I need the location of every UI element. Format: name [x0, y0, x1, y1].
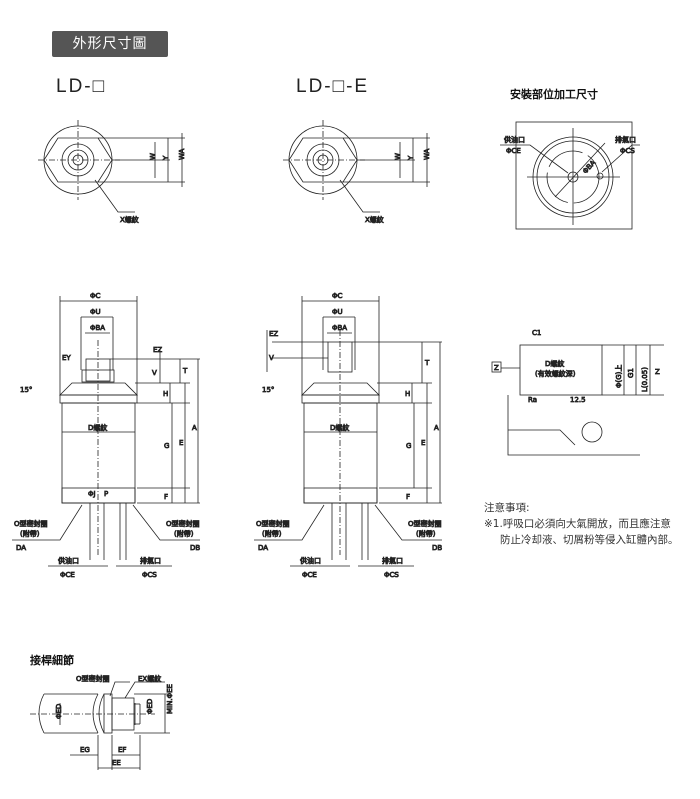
dim-a-e: A	[434, 424, 439, 432]
mount-supply-dia: ΦCE	[506, 147, 521, 155]
mount-dim-l: L(0.05)	[641, 367, 649, 392]
dim-ez: EZ	[153, 346, 162, 354]
supply-dia-e: ΦCE	[302, 571, 317, 579]
dim-f: F	[164, 493, 168, 501]
ra-value: 12.5	[570, 396, 586, 404]
notes-title: 注意事項:	[484, 502, 530, 514]
mount-supply-port: 供油口	[504, 135, 525, 144]
supply-label-e: 供油口	[300, 556, 321, 565]
oring-left-e: O型密封圈	[256, 519, 290, 528]
oring-right-e: O型密封圈	[408, 519, 442, 528]
mount-thread-note: (有效螺紋深)	[535, 369, 576, 378]
z-datum: Z	[494, 364, 499, 372]
c1-label: C1	[532, 329, 541, 337]
oring-right: O型密封圈	[166, 519, 200, 528]
dim-g: G	[164, 442, 169, 450]
db-label: DB	[190, 544, 200, 552]
dim-ba: ΦBA	[90, 324, 105, 332]
oring-right-note: (附帶)	[174, 529, 194, 538]
mount-pcd: ΦBA	[581, 159, 597, 176]
notes: 注意事項: ※1.呼吸口必須向大氣開放，而且應注意 防止冷却液、切屑粉等侵入缸體…	[484, 500, 679, 548]
dim-a: A	[192, 424, 197, 432]
rod-ef: EF	[118, 746, 126, 754]
mount-exhaust-dia: ΦCS	[620, 147, 635, 155]
oring-left-note: (附帶)	[20, 529, 40, 538]
exhaust-dia: ΦCS	[142, 571, 157, 579]
rod-ed2: ΦED	[146, 699, 154, 714]
dim-v-e: V	[269, 354, 274, 362]
dim-t: T	[182, 367, 188, 375]
dim-y-e: Y	[407, 155, 415, 161]
dim-y: Y	[162, 155, 170, 161]
rod-detail-title: 接桿細節	[30, 654, 74, 667]
rod-ee: EE	[112, 759, 121, 767]
dim-c: ΦC	[90, 292, 101, 300]
notes-line1: ※1.呼吸口必須向大氣開放，而且應注意	[484, 518, 671, 530]
dim-w-e: W	[394, 153, 402, 160]
dim-h-e: H	[405, 390, 410, 398]
da-label: DA	[16, 544, 26, 552]
top-view-e-type: W Y WA X螺紋	[283, 120, 431, 224]
db-label-e: DB	[432, 544, 442, 552]
mount-dim-g: Φ(G)上	[614, 365, 623, 388]
dim-e-e: E	[421, 439, 425, 447]
model-title-standard: LD-□	[56, 76, 107, 97]
exhaust-label: 排氣口	[140, 556, 161, 565]
rod-detail-view: ΦED ΦED MIN.ΦEE O型密封圈 EX螺紋 EG EF EE	[30, 674, 174, 770]
dim-c-e: ΦC	[332, 292, 343, 300]
rod-eg: EG	[80, 746, 90, 754]
rod-oring: O型密封圈	[76, 674, 110, 683]
supply-label: 供油口	[58, 556, 79, 565]
dim-u: ΦU	[90, 308, 101, 316]
d-thread-e: D螺紋	[330, 423, 349, 432]
notes-line2: 防止冷却液、切屑粉等侵入缸體內部。	[500, 534, 679, 546]
exhaust-label-e: 排氣口	[382, 556, 403, 565]
bottom-dim2: P	[104, 490, 108, 498]
dim-ba-e: ΦBA	[332, 324, 347, 332]
dim-ez-e: EZ	[269, 330, 278, 338]
dim-t-e: T	[424, 359, 430, 367]
rod-min-ee: MIN.ΦEE	[166, 684, 174, 714]
dim-angle-e: 15°	[262, 386, 274, 394]
dim-u-e: ΦU	[332, 308, 343, 316]
d-thread: D螺紋	[88, 423, 107, 432]
ra-label: Ra	[528, 396, 537, 404]
bottom-dim: ΦJ	[88, 490, 96, 498]
rod-ed: ΦED	[55, 704, 63, 719]
da-label-e: DA	[258, 544, 268, 552]
dim-f-e: F	[406, 493, 410, 501]
supply-dia: ΦCE	[60, 571, 75, 579]
x-thread-label-e: X螺紋	[365, 215, 384, 224]
dim-v: V	[152, 369, 157, 377]
dim-w: W	[149, 153, 157, 160]
rod-thread: EX螺紋	[138, 674, 161, 683]
oring-left: O型密封圈	[14, 519, 48, 528]
mounting-section-view: Z C1 D螺紋 (有效螺紋深) Ra 12.5 Φ(G)上 G1 L(0.05…	[491, 329, 664, 456]
mount-dim-z: Z	[655, 368, 660, 376]
dim-ey: EY	[62, 354, 71, 362]
oring-right-note-e: (附帶)	[416, 529, 436, 538]
oring-left-note-e: (附帶)	[262, 529, 282, 538]
side-view-standard: ΦC ΦU ΦBA D螺紋 ΦJ P EZ V T H G E A F EY 1…	[12, 292, 201, 579]
mounting-hole-view: 供油口 ΦCE 排氣口 ΦCS ΦBA	[500, 121, 640, 230]
side-view-e-type: ΦC ΦU ΦBA D螺紋 EZ V T H G E A F 15° O型密封圈…	[254, 292, 443, 579]
dim-angle: 15°	[20, 386, 32, 394]
exhaust-dia-e: ΦCS	[384, 571, 399, 579]
x-thread-label: X螺紋	[120, 215, 139, 224]
mounting-title: 安裝部位加工尺寸	[510, 88, 598, 101]
dim-wa: WA	[178, 148, 186, 160]
top-view-standard: W Y WA X螺紋	[38, 120, 186, 224]
mount-exhaust-port: 排氣口	[615, 135, 636, 144]
dim-h: H	[163, 390, 168, 398]
mount-thread: D螺紋	[545, 359, 564, 368]
dim-e: E	[179, 439, 183, 447]
mount-dim-h: G1	[627, 368, 635, 378]
section-title-tag: 外形尺寸圖	[52, 31, 168, 57]
model-title-e-type: LD-□-E	[296, 76, 370, 97]
dim-wa-e: WA	[423, 148, 431, 160]
dim-g-e: G	[406, 442, 411, 450]
